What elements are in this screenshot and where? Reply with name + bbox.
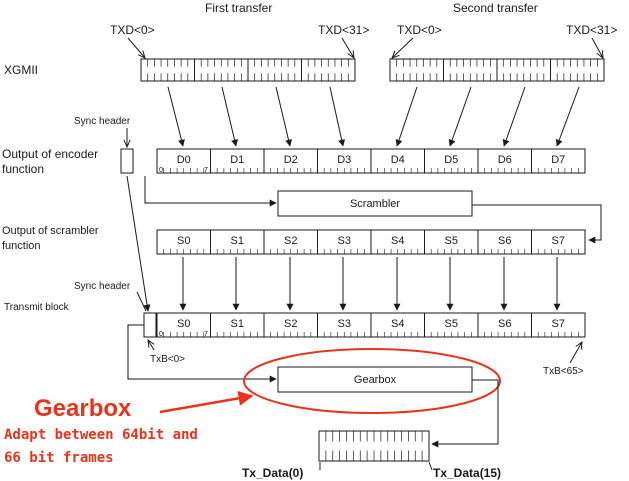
xgmii-arrow-6 [502, 86, 526, 147]
annotation-pointer-arrow [159, 390, 254, 414]
tx-data15-label: Tx_Data(15) [433, 466, 501, 480]
encoder-cell-7: D7 [551, 154, 565, 166]
scrambler-out-cell-4: S4 [391, 235, 404, 247]
transmit-cell-6: S6 [498, 318, 511, 330]
tx-data0-label: Tx_Data(0) [242, 466, 303, 480]
transmit-cell-4: S4 [391, 318, 404, 330]
xgmii-register-second [389, 58, 605, 82]
txb65-label: TxB<65> [543, 366, 584, 377]
gearbox-annotation-title: Gearbox [34, 395, 132, 422]
gearbox-annotation-line1: Adapt between 64bit and [4, 427, 198, 443]
encoder-output-label-line1: Output of encoder [2, 147, 98, 161]
transmit-block-row: S0 S1 S2 S3 S4 S5 S6 S7 [156, 312, 586, 338]
tx-data-register [318, 430, 430, 462]
encoder-cell-2: D2 [284, 154, 298, 166]
sync-header-box-1 [120, 148, 134, 174]
scrambler-out-cell-3: S3 [338, 235, 351, 247]
transmit-cell-1: S1 [231, 318, 244, 330]
xgmii-arrow-2 [275, 86, 292, 147]
encoder-cell-3: D3 [337, 154, 351, 166]
xgmii-arrow-7 [555, 86, 580, 147]
xgmii-to-encoder-arrows [167, 86, 580, 147]
transmit-sync-cell [143, 312, 157, 338]
encoder-output-label-line2: function [2, 162, 44, 176]
gearbox-label: Gearbox [354, 374, 397, 386]
first-transfer-label: First transfer [205, 1, 272, 15]
scrambler-label: Scrambler [350, 198, 400, 210]
encoder-bit0-label: 0 [159, 167, 163, 174]
txd0-label-first: TXD<0> [110, 23, 155, 37]
scrambler-box [277, 190, 473, 217]
xgmii-arrow-5 [448, 86, 472, 147]
scrambler-out-cell-6: S6 [498, 235, 511, 247]
encoder-cell-4: D4 [391, 154, 405, 166]
encoder-cell-1: D1 [230, 154, 244, 166]
gearbox-highlight-ellipse [243, 348, 501, 414]
sync-header-label-2: Sync header [74, 281, 131, 292]
xgmii-arrow-3 [329, 86, 346, 147]
xgmii-arrow-1 [221, 86, 238, 147]
transmit-cell-7: S7 [552, 318, 565, 330]
encoder-output-row: D0 D1 D2 D3 D4 D5 D6 D7 [156, 148, 586, 174]
transmit-bit7-label: 7 [204, 331, 208, 338]
transmit-cell-2: S2 [284, 318, 297, 330]
encoder-cell-0: D0 [177, 154, 191, 166]
scrambler-to-transmit-arrows [179, 257, 561, 311]
scrambler-out-cell-5: S5 [445, 235, 458, 247]
scrambler-output-label-line1: Output of scrambler [2, 225, 99, 237]
scrambler-out-cell-2: S2 [284, 235, 297, 247]
gearbox-annotation-line2: 66 bit frames [4, 450, 114, 466]
transmit-cell-5: S5 [445, 318, 458, 330]
transmit-bit0-label: 0 [159, 331, 163, 338]
sync-header-label-1: Sync header [74, 116, 131, 127]
transmit-cell-0: S0 [177, 318, 190, 330]
xgmii-label: XGMII [4, 63, 38, 77]
transmit-cell-3: S3 [338, 318, 351, 330]
txd31-label-first: TXD<31> [318, 23, 369, 37]
txb0-label: TxB<0> [150, 354, 185, 365]
scrambler-out-cell-1: S1 [231, 235, 244, 247]
txd0-label-second: TXD<0> [397, 23, 442, 37]
xgmii-arrow-0 [167, 86, 185, 147]
scrambler-out-cell-7: S7 [552, 235, 565, 247]
xgmii-arrow-4 [395, 86, 418, 147]
txd31-label-second: TXD<31> [566, 23, 617, 37]
encoder-cell-5: D5 [444, 154, 458, 166]
scrambler-output-label-line2: function [2, 240, 41, 252]
xgmii-register-first [140, 58, 356, 82]
transmit-block-label: Transmit block [4, 302, 70, 313]
encoder-bit7-label: 7 [204, 167, 208, 174]
scrambler-out-cell-0: S0 [177, 235, 190, 247]
encoder-cell-6: D6 [498, 154, 512, 166]
second-transfer-label: Second transfer [453, 1, 538, 15]
scrambler-output-row: S0 S1 S2 S3 S4 S5 S6 S7 [156, 229, 586, 255]
gearbox-box [277, 366, 473, 393]
